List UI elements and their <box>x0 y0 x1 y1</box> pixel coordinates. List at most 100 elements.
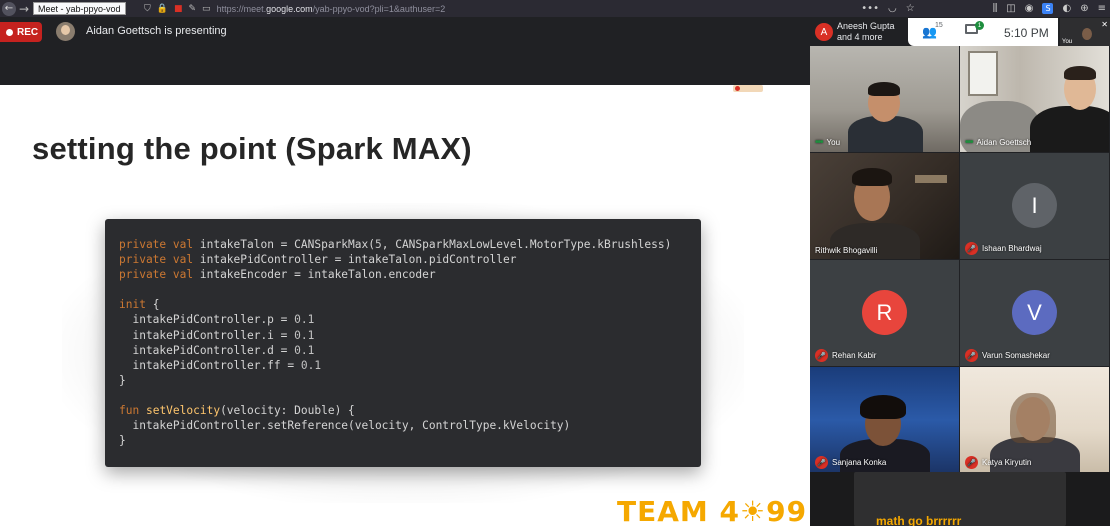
library-icon[interactable]: ⫼ <box>992 3 998 14</box>
avatar: R <box>862 290 907 335</box>
self-head <box>1082 28 1092 40</box>
participants-panel: A Aneesh Gupta and 4 more 👥 15 1 5:10 PM… <box>810 17 1110 526</box>
person-body <box>830 223 920 259</box>
shield-icon[interactable]: ⛉ <box>144 3 151 14</box>
extension-s-icon[interactable]: S <box>1042 3 1054 14</box>
recording-badge: REC <box>0 22 42 42</box>
participant-name: 🎤 Ishaan Bhardwaj <box>965 242 1042 255</box>
host-avatar: A <box>815 23 833 41</box>
self-view-thumbnail[interactable]: You ✕ <box>1060 18 1110 46</box>
code-line: intakePidController.i = 0.1 <box>119 328 315 342</box>
speaking-indicator-icon: ••• <box>965 137 973 148</box>
code-line: } <box>119 434 126 448</box>
code-line: private val intakeTalon = CANSparkMax(5,… <box>119 238 672 251</box>
code-line <box>119 388 687 403</box>
participant-tile[interactable]: 🎤 Sanjana Konka <box>810 367 959 473</box>
menu-icon[interactable]: ≡ <box>1097 3 1106 14</box>
code-line: init { <box>119 298 160 312</box>
participant-name: 🎤 Katya Kiryutin <box>965 456 1031 469</box>
extension-icon[interactable]: ◐ <box>1062 3 1072 14</box>
participant-tile[interactable]: ••• Aidan Goettsch <box>960 46 1109 152</box>
camera-icon[interactable]: ■ <box>173 3 183 14</box>
chat-badge: 1 <box>975 21 984 30</box>
person-hair <box>868 82 900 96</box>
participant-tile[interactable]: Rithwik Bhogavilli <box>810 153 959 259</box>
mic-off-icon: 🎤 <box>815 456 828 469</box>
code-line: intakePidController.ff = 0.1 <box>119 358 322 372</box>
bottom-strip: math go brrrrrr <box>810 472 1110 526</box>
mic-icon[interactable]: ✎ <box>188 3 197 14</box>
url-text[interactable]: https://meet.google.com/yab-ppyo-vod?pli… <box>216 3 446 14</box>
participant-tile[interactable]: I 🎤 Ishaan Bhardwaj <box>960 153 1109 259</box>
presenting-status: Aidan Goettsch is presenting <box>86 25 227 37</box>
host-more: and 4 more <box>837 32 883 42</box>
mic-off-icon: 🎤 <box>815 349 828 362</box>
person-body <box>990 437 1080 473</box>
close-icon[interactable]: ✕ <box>1101 20 1108 29</box>
chat-popup[interactable]: math go brrrrrr <box>854 472 1066 526</box>
participant-name: ••• You <box>815 137 841 148</box>
team-logo: TEAM 4☀99 <box>617 495 808 526</box>
people-icon[interactable]: 👥 <box>922 25 937 39</box>
meeting-controls: 👥 15 1 5:10 PM <box>908 18 1058 46</box>
speaking-indicator-icon: ••• <box>815 137 823 148</box>
person-body <box>1030 106 1109 152</box>
code-line: } <box>119 373 126 387</box>
code-block: private val intakeTalon = CANSparkMax(5,… <box>105 219 701 467</box>
window-background <box>968 51 998 96</box>
back-arrow-icon[interactable]: ← <box>2 1 16 16</box>
extension-2-icon[interactable]: ⊕ <box>1080 3 1089 14</box>
rec-label: REC <box>17 26 39 38</box>
presentation-header: REC Aidan Goettsch is presenting <box>0 17 810 85</box>
code-line <box>119 282 687 297</box>
screen-share-icon[interactable]: ▭ <box>202 3 211 14</box>
mic-off-icon: 🎤 <box>965 456 978 469</box>
person-body <box>848 116 923 152</box>
slide-title: setting the point (Spark MAX) <box>32 131 472 166</box>
participant-tile[interactable]: V 🎤 Varun Somashekar <box>960 260 1109 366</box>
wall-sign <box>915 175 947 183</box>
code-line: intakePidController.d = 0.1 <box>119 343 315 357</box>
code-line: fun setVelocity(velocity: Double) { <box>119 404 355 418</box>
star-icon[interactable]: ☆ <box>905 3 915 14</box>
host-name: Aneesh Gupta <box>837 21 895 31</box>
participant-name: Rithwik Bhogavilli <box>815 246 878 255</box>
indicator-badge <box>733 85 763 92</box>
account-icon[interactable]: ◉ <box>1024 3 1034 14</box>
chat-message: math go brrrrrr <box>876 514 962 526</box>
browser-actions: ••• ◡ ☆ ⫼ ◫ ◉ S ◐ ⊕ ≡ <box>861 0 1106 17</box>
forward-arrow-icon[interactable]: → <box>18 1 30 16</box>
pocket-icon[interactable]: ◡ <box>887 3 897 14</box>
browser-toolbar: ← → Meet - yab-ppyo-vod ⛉ 🔒 ■ ✎ ▭ https:… <box>0 0 1110 17</box>
lock-icon[interactable]: 🔒 <box>156 3 168 14</box>
participant-tile[interactable]: 🎤 Katya Kiryutin <box>960 367 1109 473</box>
tab-tooltip: Meet - yab-ppyo-vod <box>33 2 126 15</box>
record-dot-icon <box>6 28 13 36</box>
participant-name: 🎤 Rehan Kabir <box>815 349 876 362</box>
sidebar-icon[interactable]: ◫ <box>1006 3 1016 14</box>
participant-tile[interactable]: R 🎤 Rehan Kabir <box>810 260 959 366</box>
url-bar[interactable]: ⛉ 🔒 ■ ✎ ▭ https://meet.google.com/yab-pp… <box>144 0 445 17</box>
participant-name: 🎤 Sanjana Konka <box>815 456 886 469</box>
person-hair <box>1064 66 1096 80</box>
avatar: I <box>1012 183 1057 228</box>
code-line: intakePidController.setReference(velocit… <box>119 419 571 433</box>
more-icon[interactable]: ••• <box>861 3 879 14</box>
clock: 5:10 PM <box>1004 26 1049 40</box>
participant-name: ••• Aidan Goettsch <box>965 137 1032 148</box>
avatar: V <box>1012 290 1057 335</box>
mic-off-icon: 🎤 <box>965 242 978 255</box>
person-hair <box>852 168 892 186</box>
participant-tile[interactable]: ••• You <box>810 46 959 152</box>
mic-off-icon: 🎤 <box>965 349 978 362</box>
person-hair <box>860 395 906 419</box>
self-label: You <box>1062 39 1073 45</box>
avatar <box>56 22 75 41</box>
code-line: intakePidController.p = 0.1 <box>119 313 315 327</box>
code-line: private val intakeEncoder = intakeTalon.… <box>119 268 436 282</box>
people-count: 15 <box>935 22 943 29</box>
participant-name: 🎤 Varun Somashekar <box>965 349 1050 362</box>
host-info: Aneesh Gupta and 4 more <box>837 21 895 43</box>
couch <box>960 101 1040 152</box>
presentation-slide: setting the point (Spark MAX) private va… <box>0 85 810 526</box>
